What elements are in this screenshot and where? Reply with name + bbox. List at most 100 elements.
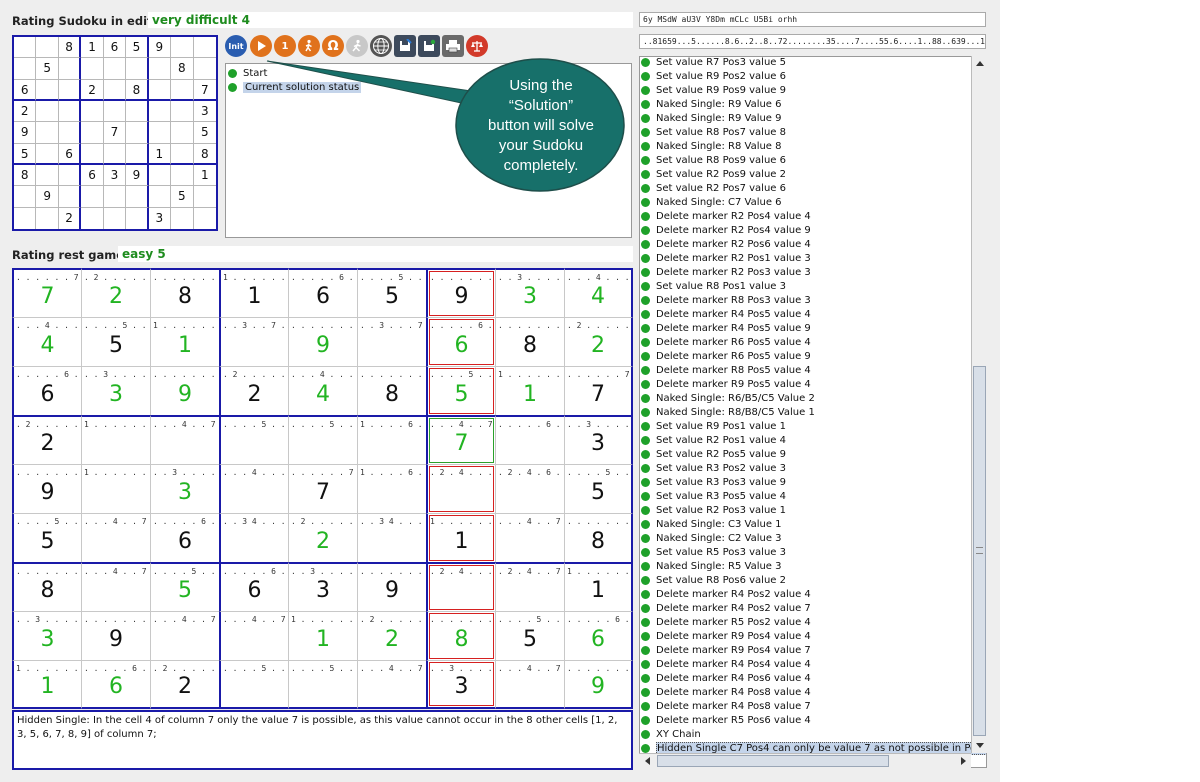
editor-cell[interactable] [126,58,149,80]
hscroll-thumb[interactable] [657,755,889,767]
puzzle-string-field[interactable]: ..81659...5......8.6..2..8..72........35… [639,34,986,49]
solution-step[interactable]: Naked Single: C3 Value 1 [641,517,782,531]
board-cell[interactable]: . . . . . . . . 99 [357,562,426,611]
editor-cell[interactable]: 2 [14,101,37,123]
editor-cell[interactable] [103,79,127,101]
board-cell[interactable]: . . 3 . . 7 . . . [219,317,288,366]
solution-step[interactable]: Naked Single: R8 Value 8 [641,139,782,153]
editor-cell[interactable] [148,122,172,144]
board-cell[interactable]: . . . . . 6 . . .6 [288,268,357,317]
editor-cell[interactable]: 8 [171,58,194,80]
board-cell[interactable]: . . . . 5 . . . .5 [150,562,219,611]
solution-step[interactable]: Delete marker R6 Pos5 value 4 [641,335,811,349]
board-cell[interactable]: . 2 . 4 . . . . . [426,562,495,611]
tree-item-start[interactable]: Start [228,66,267,80]
board-cell[interactable]: . . 3 . . . . . .3 [426,660,495,709]
editor-cell[interactable]: 9 [14,122,37,144]
editor-cell[interactable]: 6 [14,79,37,101]
board-cell[interactable]: . . . . . 6 . . .6 [219,562,288,611]
editor-cell[interactable] [103,101,127,123]
editor-cell[interactable] [148,165,172,187]
editor-cell[interactable] [126,207,149,229]
editor-cell[interactable] [126,143,149,165]
editor-cell[interactable]: 5 [171,186,194,208]
editor-cell[interactable]: 2 [81,79,104,101]
board-cell[interactable]: . . 3 . . . . . .3 [288,562,357,611]
editor-cell[interactable] [58,165,82,187]
sudoku-board[interactable]: . . . . . . 7 . .7. 2 . . . . . . .2. . … [12,268,633,709]
board-cell[interactable]: 1 . . . . . . . .1 [564,562,633,611]
steps-horizontal-scrollbar[interactable] [639,753,971,768]
solution-step[interactable]: Delete marker R2 Pos6 value 4 [641,237,811,251]
board-cell[interactable]: . 2 . . . . . . .2 [564,317,633,366]
editor-cell[interactable]: 6 [58,143,82,165]
board-cell[interactable]: . . . 4 . . 7 . . [150,611,219,660]
editor-cell[interactable] [14,186,37,208]
editor-cell[interactable] [14,207,37,229]
solution-step[interactable]: Delete marker R6 Pos5 value 9 [641,349,811,363]
editor-cell[interactable] [36,207,59,229]
editor-cell[interactable]: 5 [36,58,59,80]
omega-icon[interactable]: Ω [322,35,344,57]
board-cell[interactable]: . . . . . . . . 99 [288,317,357,366]
board-cell[interactable]: . . . . 5 . . . .5 [564,464,633,513]
board-cell[interactable]: 1 . . . . . . . .1 [288,611,357,660]
board-cell[interactable]: . 2 . . . . . . .2 [12,415,81,464]
solution-step[interactable]: Delete marker R4 Pos5 value 4 [641,307,811,321]
scroll-down-icon[interactable] [973,739,986,752]
solution-step[interactable]: Set value R9 Pos1 value 1 [641,419,786,433]
editor-cell[interactable] [36,37,59,59]
board-cell[interactable]: . 2 . 4 . 6 . . . [495,464,564,513]
board-cell[interactable]: . . . . 5 . . . .5 [81,317,150,366]
board-cell[interactable]: 1 . . . . . . . .1 [219,268,288,317]
board-cell[interactable]: . . . . . 6 . . .6 [426,317,495,366]
editor-cell[interactable]: 8 [193,144,216,165]
board-cell[interactable]: 1 . . . . 6 . . . [357,415,426,464]
board-cell[interactable]: . . . . . 6 . . .6 [12,366,81,415]
solution-step[interactable]: Set value R8 Pos1 value 3 [641,279,786,293]
editor-cell[interactable]: 8 [14,165,37,187]
board-cell[interactable]: . 2 . . . . . . .2 [219,366,288,415]
tree-item-current-status[interactable]: Current solution status [228,80,362,94]
balance-icon[interactable] [466,35,488,57]
editor-cell[interactable] [103,58,127,80]
solution-step[interactable]: XY Chain [641,727,701,741]
board-cell[interactable]: . . . 4 . . 7 . . [219,611,288,660]
editor-cell[interactable]: 7 [103,122,127,144]
init-button[interactable]: Init [225,35,247,57]
solution-step[interactable]: Naked Single: R9 Value 9 [641,111,782,125]
editor-cell[interactable] [171,37,194,59]
board-cell[interactable]: . . . . . . . 8 .8 [564,513,633,562]
globe-icon[interactable] [370,35,392,57]
editor-cell[interactable] [193,37,216,59]
solution-step[interactable]: Set value R8 Pos9 value 6 [641,153,786,167]
board-cell[interactable]: . 2 . . . . . . .2 [357,611,426,660]
solution-step[interactable]: Delete marker R8 Pos3 value 3 [641,293,811,307]
solution-step[interactable]: Set value R2 Pos3 value 1 [641,503,786,517]
editor-cell[interactable] [58,58,82,80]
board-cell[interactable]: . . . 4 . . 7 9 . [495,513,564,562]
editor-cell[interactable]: 5 [126,37,149,59]
scroll-left-icon[interactable] [642,756,652,766]
board-cell[interactable]: . . . . . . . . 99 [81,611,150,660]
editor-cell[interactable] [81,143,104,165]
board-cell[interactable]: . . . . 5 . . 8 . [288,660,357,709]
scroll-right-icon[interactable] [958,756,968,766]
solution-step[interactable]: Delete marker R4 Pos8 value 7 [641,699,811,713]
editor-cell[interactable] [36,165,59,187]
board-cell[interactable]: . . . . . . . 8 .8 [357,366,426,415]
solution-step[interactable]: Delete marker R5 Pos2 value 4 [641,615,811,629]
editor-cell[interactable] [194,208,216,229]
board-cell[interactable]: . . . 4 . . 7 . . [357,660,426,709]
board-cell[interactable]: . . . . . . . . 99 [564,660,633,709]
board-cell[interactable]: . . 3 . . . . . .3 [495,268,564,317]
board-cell[interactable]: . . . . 5 . . 8 . [219,660,288,709]
play-icon[interactable] [250,35,272,57]
solution-step[interactable]: Naked Single: R8/B8/C5 Value 1 [641,405,815,419]
editor-cell[interactable] [58,186,82,208]
solution-step[interactable]: Delete marker R4 Pos8 value 4 [641,685,811,699]
solution-step[interactable]: Naked Single: C2 Value 3 [641,531,782,545]
board-cell[interactable]: . . . 4 . . 7 . . [495,660,564,709]
